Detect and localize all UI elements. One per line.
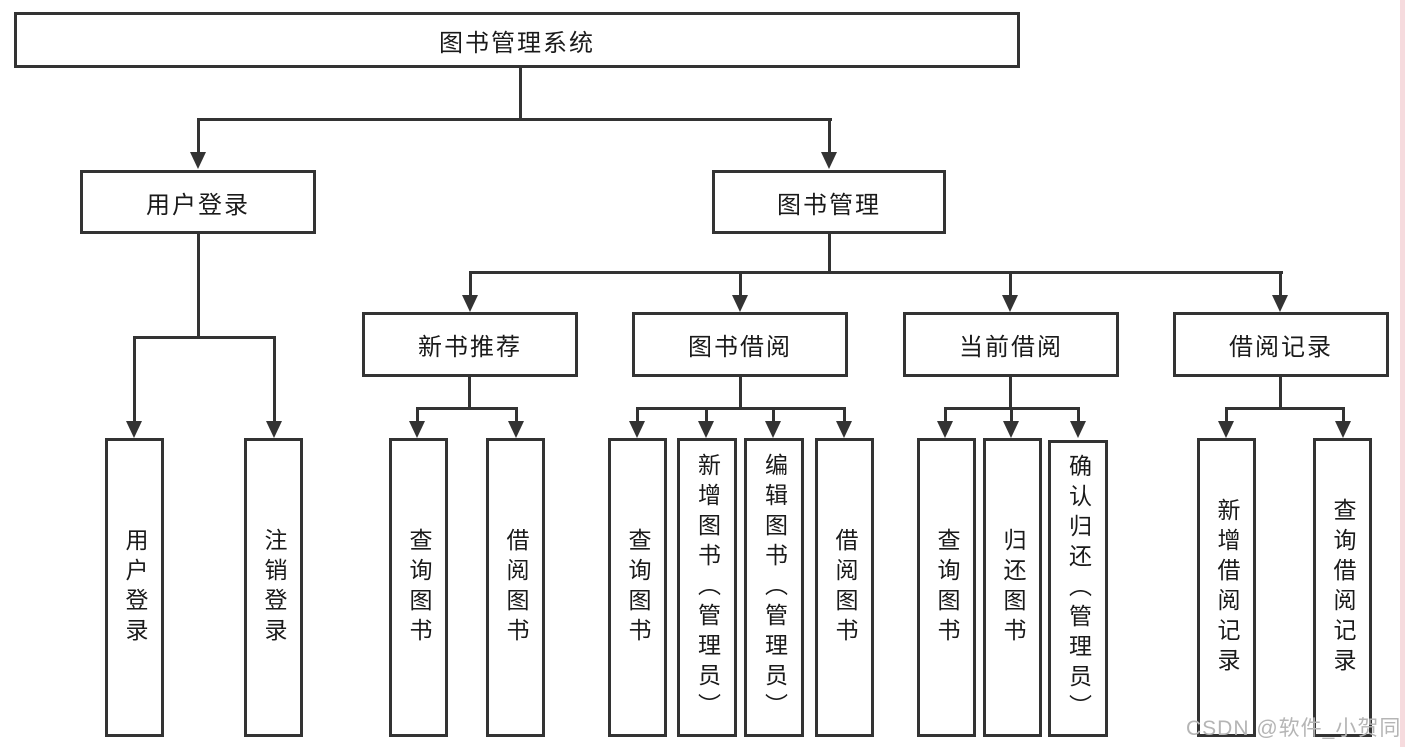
leaf-label: 编辑图书（管理员） [761, 452, 788, 723]
node-new-book-recommend: 新书推荐 [362, 312, 578, 377]
arrowhead-book-mgmt [821, 152, 837, 169]
connector-root-stem [519, 66, 522, 120]
arrowhead-leaf-login [126, 421, 142, 438]
connector-to-leaf-logout [273, 336, 276, 422]
arrowhead-bb-leaf3 [765, 421, 781, 438]
connector-newbook-hbar [416, 407, 518, 410]
leaf-add-borrow-record: 新增借阅记录 [1197, 438, 1256, 737]
node-borrow-records: 借阅记录 [1173, 312, 1389, 377]
connector-to-user-login [197, 118, 200, 156]
leaf-query-borrow-record: 查询借阅记录 [1313, 438, 1372, 737]
leaf-label: 借阅图书 [503, 527, 529, 648]
leaf-label: 新增图书（管理员） [694, 452, 721, 723]
connector-nb-leaf1 [416, 407, 419, 423]
node-label: 图书管理系统 [439, 29, 595, 57]
connector-userlogin-hbar [133, 336, 276, 339]
connector-br-leaf1 [1225, 407, 1228, 423]
node-label: 用户登录 [146, 191, 250, 219]
arrowhead-cb-leaf2 [1003, 421, 1019, 438]
connector-bb-leaf3 [772, 407, 775, 423]
arrowhead-cb-leaf1 [937, 421, 953, 438]
arrowhead-leaf-logout [266, 421, 282, 438]
connector-userlogin-stem [197, 234, 200, 339]
connector-bookborrow-stem [739, 377, 742, 410]
leaf-query-books-current: 查询图书 [917, 438, 976, 737]
connector-bookborrow-hbar [636, 407, 846, 410]
arrowhead-user-login [190, 152, 206, 169]
leaf-label: 注销登录 [261, 527, 287, 648]
arrowhead-cb-leaf3 [1070, 421, 1086, 438]
arrowhead-book-borrow [732, 295, 748, 312]
leaf-return-book: 归还图书 [983, 438, 1042, 737]
leaf-label: 用户登录 [122, 527, 148, 648]
arrowhead-br-leaf2 [1335, 421, 1351, 438]
connector-newbook-stem [468, 377, 471, 410]
leaf-label: 查询图书 [625, 527, 651, 648]
connector-bb-leaf4 [843, 407, 846, 423]
leaf-query-books-recommend: 查询图书 [389, 438, 448, 737]
node-label: 新书推荐 [418, 334, 522, 361]
connector-bb-leaf2 [705, 407, 708, 423]
arrowhead-br-leaf1 [1218, 421, 1234, 438]
node-label: 当前借阅 [959, 334, 1063, 361]
connector-bb-leaf1 [636, 407, 639, 423]
arrowhead-bb-leaf2 [698, 421, 714, 438]
arrowhead-bb-leaf1 [629, 421, 645, 438]
leaf-user-login: 用户登录 [105, 438, 164, 737]
leaf-edit-book-admin: 编辑图书（管理员） [744, 438, 804, 737]
connector-cb-leaf1 [944, 407, 947, 423]
watermark-text: CSDN @软件_小贺同学 [1186, 717, 1405, 740]
connector-bookmgmt-stem [828, 234, 831, 274]
connector-to-current-borrow [1009, 271, 1012, 297]
node-user-login: 用户登录 [80, 170, 316, 234]
node-book-management: 图书管理 [712, 170, 946, 234]
leaf-borrow-books: 借阅图书 [815, 438, 874, 737]
connector-nb-leaf2 [515, 407, 518, 423]
node-label: 图书借阅 [688, 334, 792, 361]
node-label: 图书管理 [777, 191, 881, 219]
connector-to-new-book [469, 271, 472, 297]
leaf-label: 借阅图书 [832, 527, 858, 648]
connector-to-book-mgmt [828, 118, 831, 156]
arrowhead-borrow-record [1272, 295, 1288, 312]
leaf-logout: 注销登录 [244, 438, 303, 737]
node-label: 借阅记录 [1229, 334, 1333, 361]
connector-borrowrecord-hbar [1225, 407, 1345, 410]
leaf-label: 确认归还（管理员） [1065, 453, 1092, 724]
connector-br-leaf2 [1342, 407, 1345, 423]
connector-cb-leaf3 [1077, 407, 1080, 423]
right-edge-highlight [1400, 0, 1405, 747]
connector-bookmgmt-hbar [469, 271, 1283, 274]
arrowhead-nb-leaf2 [508, 421, 524, 438]
arrowhead-new-book [462, 295, 478, 312]
connector-to-leaf-login [133, 336, 136, 422]
node-current-borrow: 当前借阅 [903, 312, 1119, 377]
connector-root-hbar [197, 118, 832, 121]
leaf-borrow-books-recommend: 借阅图书 [486, 438, 545, 737]
leaf-label: 查询图书 [934, 527, 960, 648]
connector-borrowrecord-stem [1279, 377, 1282, 410]
arrowhead-bb-leaf4 [836, 421, 852, 438]
leaf-label: 新增借阅记录 [1214, 497, 1240, 678]
leaf-add-book-admin: 新增图书（管理员） [677, 438, 737, 737]
arrowhead-nb-leaf1 [409, 421, 425, 438]
node-book-borrow: 图书借阅 [632, 312, 848, 377]
leaf-label: 归还图书 [1000, 527, 1026, 648]
connector-currentborrow-stem [1009, 377, 1012, 410]
arrowhead-current-borrow [1002, 295, 1018, 312]
leaf-label: 查询借阅记录 [1330, 497, 1356, 678]
leaf-confirm-return-admin: 确认归还（管理员） [1048, 440, 1108, 737]
leaf-query-books-borrow: 查询图书 [608, 438, 667, 737]
leaf-label: 查询图书 [406, 527, 432, 648]
node-library-system-root: 图书管理系统 [14, 12, 1020, 68]
connector-to-book-borrow [739, 271, 742, 297]
connector-cb-leaf2 [1010, 407, 1013, 423]
connector-to-borrow-record [1279, 271, 1282, 297]
